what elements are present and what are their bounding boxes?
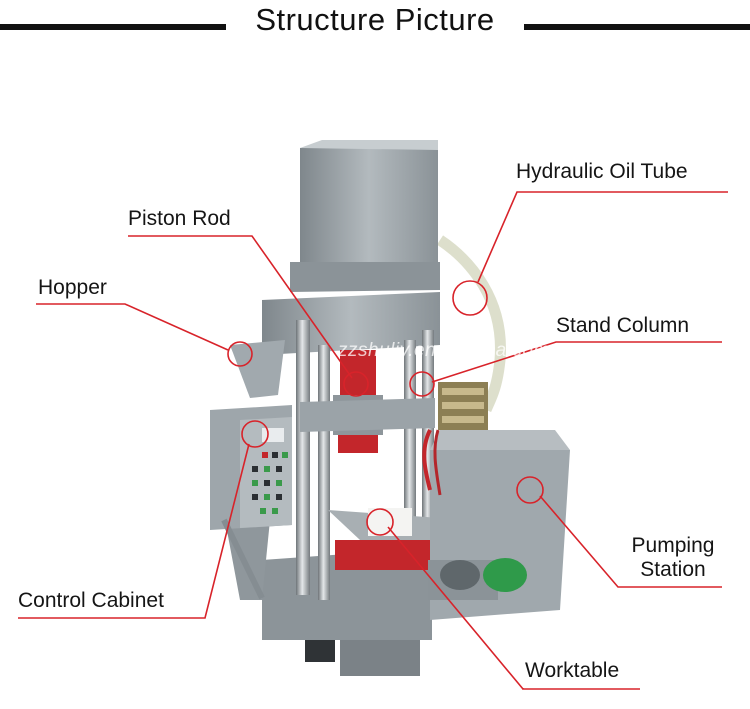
label-stand-column: Stand Column	[556, 314, 690, 337]
label-control-cabinet: Control Cabinet	[18, 589, 164, 612]
title-rule-left	[0, 24, 226, 30]
label-hopper: Hopper	[38, 276, 107, 299]
hopper-shape	[230, 340, 285, 398]
label-worktable: Worktable	[525, 659, 620, 682]
label-piston-rod: Piston Rod	[128, 207, 231, 230]
page-title: Structure Picture	[0, 2, 750, 38]
hydraulic-oil-tube-shape	[436, 235, 506, 413]
control-cabinet-shape	[210, 405, 292, 530]
top-cylinder	[290, 140, 440, 292]
label-hydraulic-oil-tube: Hydraulic Oil Tube	[516, 160, 688, 183]
title-rule-right	[524, 24, 750, 30]
pumping-station-shape	[428, 430, 570, 620]
machine-base	[225, 520, 432, 676]
valve-manifold	[422, 382, 488, 496]
label-pumping-station: Pumping Station	[631, 534, 715, 582]
callout-lines	[18, 191, 728, 690]
watermark: zzshuliy.en.alibaba.com	[338, 340, 550, 361]
